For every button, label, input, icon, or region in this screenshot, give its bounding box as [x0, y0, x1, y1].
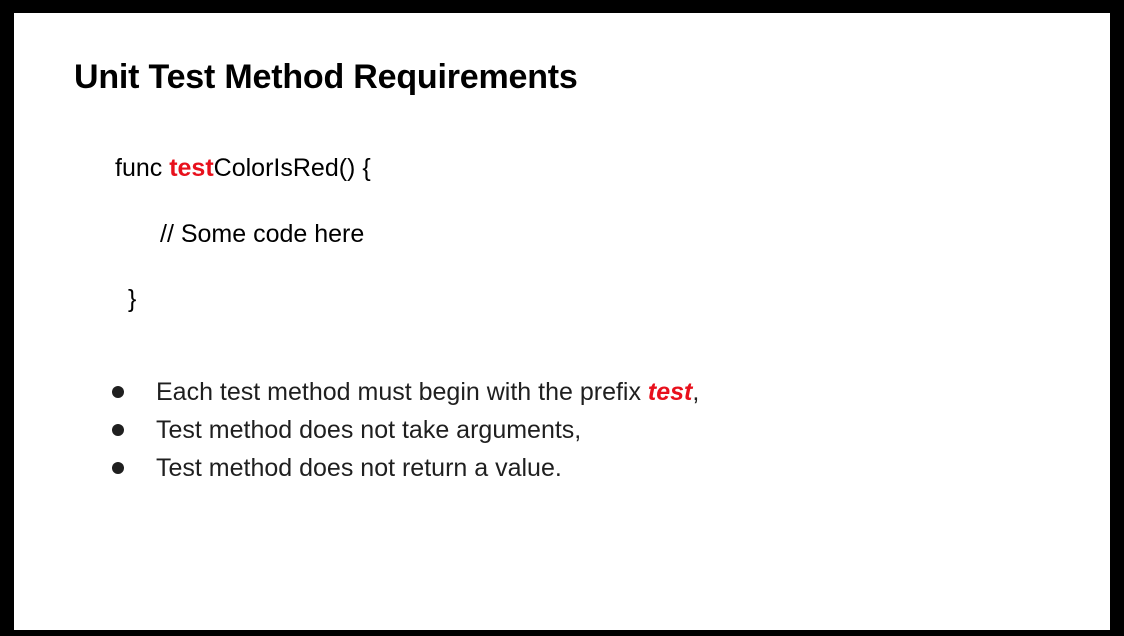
test-prefix-emphasis: test: [647, 377, 693, 406]
code-test-prefix-highlight: test: [169, 154, 214, 182]
slide: Unit Test Method Requirements func testC…: [14, 13, 1110, 630]
list-item-text: Test method does not return a value.: [156, 453, 562, 482]
list-item: Test method does not return a value.: [112, 449, 699, 487]
list-item: Test method does not take arguments,: [112, 411, 699, 449]
code-line-comment: // Some code here: [160, 220, 365, 248]
slide-title: Unit Test Method Requirements: [74, 58, 578, 96]
code-line-function-signature: func testColorIsRed() {: [115, 154, 371, 183]
list-item: Each test method must begin with the pre…: [112, 373, 699, 411]
list-item-text: Test method does not take arguments,: [156, 415, 582, 444]
code-function-name: ColorIsRed() {: [213, 154, 371, 182]
code-line-closing-brace: }: [128, 285, 137, 313]
bullet-icon: [112, 386, 124, 398]
bullet-icon: [112, 462, 124, 474]
bullet-icon: [112, 424, 124, 436]
list-item-text: Each test method must begin with the pre…: [156, 377, 700, 406]
code-func-keyword: func: [115, 154, 170, 182]
requirements-list: Each test method must begin with the pre…: [112, 373, 699, 487]
